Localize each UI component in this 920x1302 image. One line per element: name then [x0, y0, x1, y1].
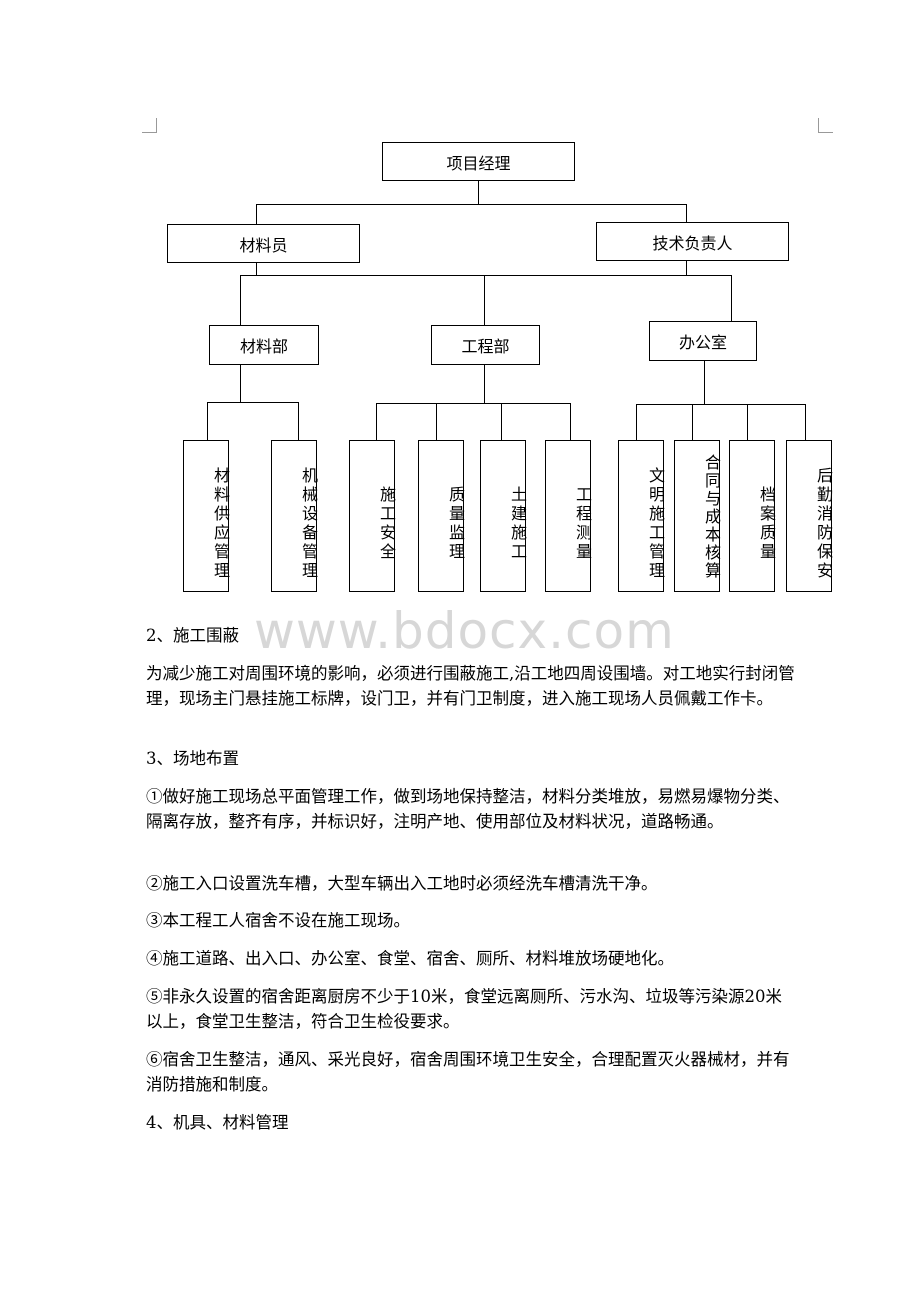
node-quality-supervision: 质量监理 — [418, 440, 465, 592]
section-heading: 3、场地布置 — [146, 749, 239, 768]
connector — [686, 204, 688, 222]
connector — [478, 181, 480, 204]
node-contract-cost: 合同与成本核算 — [674, 440, 721, 592]
node-project-manager: 项目经理 — [382, 142, 575, 181]
list-item: ②施工入口设置洗车槽，大型车辆出入工地时必须经洗车槽清洗干净。 — [146, 874, 658, 893]
connector — [256, 204, 258, 224]
list-item: ⑥宿舍卫生整洁，通风、采光良好，宿舍周围环境卫生安全，合理配置灭火器械材，并有消… — [146, 1050, 790, 1094]
connector — [484, 275, 486, 325]
connector — [704, 361, 706, 404]
section-heading: 4、机具、材料管理 — [146, 1113, 289, 1132]
watermark: www.bdocx.com — [254, 602, 675, 660]
node-logistics-security: 后勤消防保安 — [786, 440, 833, 592]
connector — [298, 402, 300, 440]
node-civilized-construction: 文明施工管理 — [618, 440, 665, 592]
list-item: ③本工程工人宿舍不设在施工现场。 — [146, 911, 410, 930]
node-materials-supply: 材料供应管理 — [183, 440, 230, 592]
node-technical-lead: 技术负责人 — [596, 222, 789, 261]
node-equipment-mgmt: 机械设备管理 — [271, 440, 318, 592]
connector — [207, 402, 299, 404]
connector — [484, 365, 486, 403]
connector — [692, 404, 694, 440]
connector — [570, 403, 572, 440]
connector — [436, 403, 438, 440]
node-surveying: 工程测量 — [545, 440, 592, 592]
node-construction-safety: 施工安全 — [349, 440, 396, 592]
connector — [636, 404, 638, 440]
node-office: 办公室 — [649, 321, 757, 361]
page-corner-mark-right — [818, 118, 833, 133]
list-item: ④施工道路、出入口、办公室、食堂、宿舍、厕所、材料堆放场硬地化。 — [146, 949, 674, 968]
connector — [747, 404, 749, 440]
connector — [686, 261, 688, 275]
connector — [376, 403, 571, 405]
connector — [636, 404, 806, 406]
node-materials-dept: 材料部 — [209, 325, 319, 365]
connector — [207, 402, 209, 440]
page-corner-mark-left — [142, 118, 157, 133]
node-civil-construction: 土建施工 — [480, 440, 527, 592]
node-materials-officer: 材料员 — [167, 224, 360, 263]
connector — [376, 403, 378, 440]
connector — [731, 275, 733, 321]
node-archive-quality: 档案质量 — [729, 440, 776, 592]
org-chart: 项目经理 材料员 技术负责人 材料部 工程部 办公室 材料供应管理 机械设备管理… — [0, 0, 920, 610]
connector — [805, 404, 807, 440]
node-engineering-dept: 工程部 — [431, 325, 540, 365]
connector — [240, 365, 242, 402]
list-item: ⑤非永久设置的宿舍距离厨房不少于10米，食堂远离厕所、污水沟、垃圾等污染源20米… — [146, 987, 782, 1031]
connector — [501, 403, 503, 440]
connector — [240, 275, 242, 325]
list-item: ①做好施工现场总平面管理工作，做到场地保持整洁，材料分类堆放，易燃易爆物分类、隔… — [146, 787, 790, 831]
connector — [256, 263, 258, 275]
connector — [256, 204, 687, 206]
paragraph: 为减少施工对周围环境的影响，必须进行围蔽施工,沿工地四周设围墙。对工地实行封闭管… — [146, 664, 795, 708]
section-heading: 2、施工围蔽 — [146, 626, 239, 645]
connector — [240, 275, 732, 277]
